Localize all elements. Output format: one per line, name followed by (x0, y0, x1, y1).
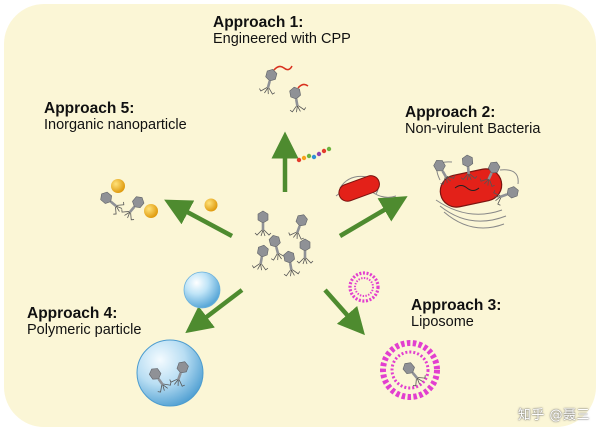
approach-5-title: Approach 5: (44, 100, 135, 117)
large-polymer-bubble-icon (136, 339, 204, 407)
arrows (164, 131, 408, 336)
approach-2-subtitle: Non-virulent Bacteria (405, 121, 541, 138)
approach-1-subtitle: Engineered with CPP (213, 31, 351, 48)
arrow-approach-3 (323, 288, 365, 336)
large-bacterium-icon (429, 153, 522, 229)
approach-2-title: Approach 2: (405, 104, 496, 121)
approach-3-label: Approach 3: Liposome (411, 297, 501, 331)
watermark: 知乎 @聂三 (517, 408, 590, 423)
cpp-peptide-icon (296, 146, 332, 163)
approach-4-title: Approach 4: (27, 305, 118, 322)
large-liposome-icon (380, 340, 440, 400)
approach-3-title: Approach 3: (411, 297, 502, 314)
approach-4-subtitle: Polymeric particle (27, 322, 142, 339)
small-polymer-bubble-icon (183, 271, 221, 309)
small-liposome-icon (348, 271, 380, 303)
approach-4-label: Approach 4: Polymeric particle (27, 305, 141, 339)
approach-3-subtitle: Liposome (411, 314, 474, 331)
arrow-approach-4 (185, 288, 244, 334)
approach-1-title: Approach 1: (213, 14, 304, 31)
arrow-approach-5 (164, 199, 234, 238)
small-bacterium-icon (335, 175, 397, 202)
arrow-approach-2 (338, 196, 408, 238)
approach-5-subtitle: Inorganic nanoparticle (44, 117, 187, 134)
approach-5-label: Approach 5: Inorganic nanoparticle (44, 100, 187, 134)
approach-2-label: Approach 2: Non-virulent Bacteria (405, 104, 540, 138)
inorganic-particles-icon (95, 179, 218, 223)
cpp-phages-icon (258, 65, 309, 114)
approach-1-label: Approach 1: Engineered with CPP (213, 14, 351, 48)
